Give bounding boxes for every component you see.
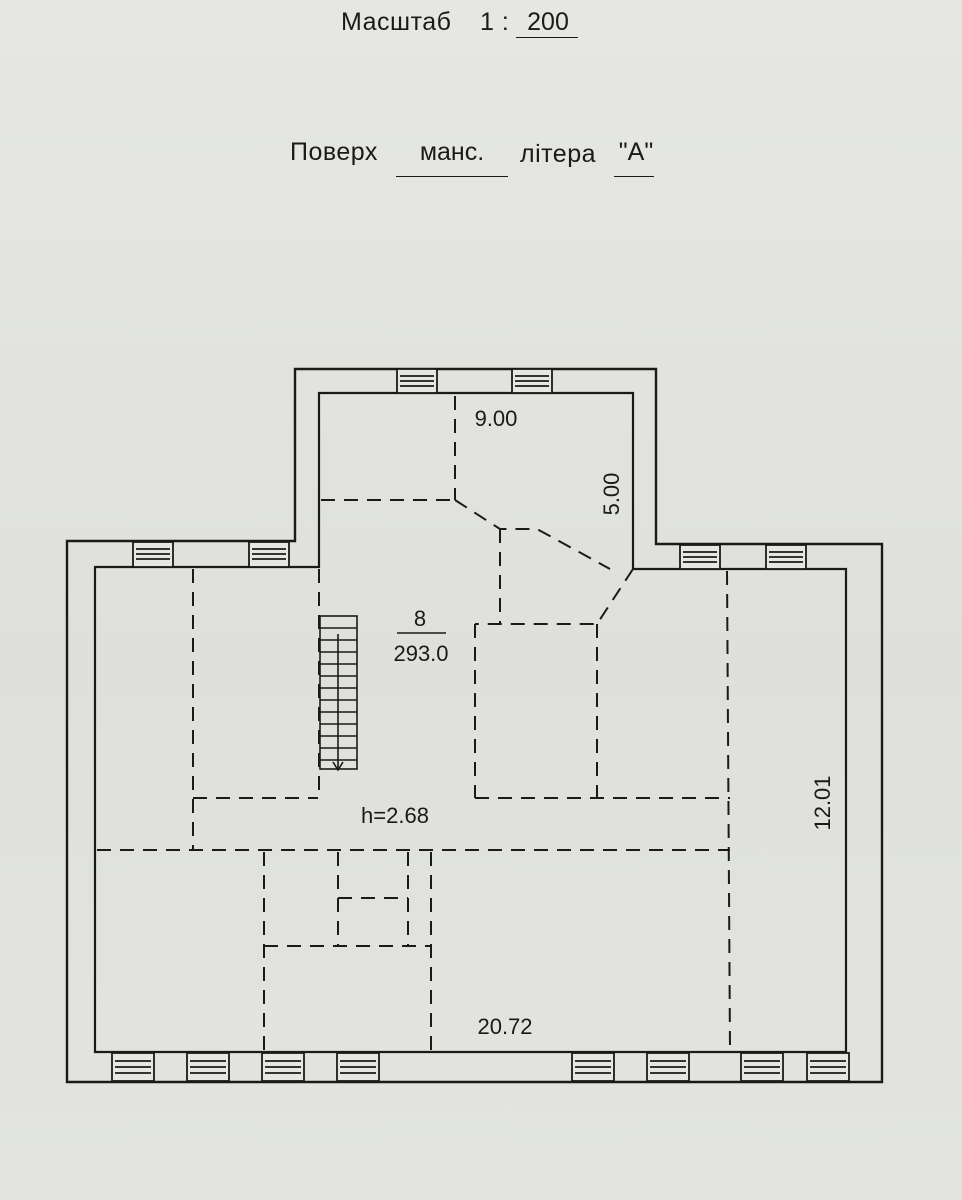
scale-prefix: 1 : (480, 8, 510, 36)
window-left-1 (132, 541, 174, 568)
dimension-right-depth: 12.01 (810, 775, 835, 830)
dimension-top-width: 9.00 (475, 406, 518, 431)
window-bottom-5 (571, 1052, 615, 1082)
window-bottom-1 (111, 1052, 155, 1082)
outer-wall (65, 367, 884, 1084)
letter-underline (614, 176, 654, 177)
staircase (319, 615, 358, 772)
window-left-2 (248, 541, 290, 568)
window-top-2 (511, 368, 553, 394)
scale-label: Масштаб (341, 8, 452, 36)
window-bottom-8 (806, 1052, 850, 1082)
scale-underline (516, 37, 578, 38)
window-right-2 (765, 544, 807, 570)
floor-value: манс. (419, 138, 485, 166)
window-bottom-7 (740, 1052, 784, 1082)
dimension-bottom-width: 20.72 (477, 1014, 532, 1039)
ceiling-height: h=2.68 (361, 803, 429, 828)
window-bottom-6 (646, 1052, 690, 1082)
window-right-1 (679, 544, 721, 570)
window-bottom-4 (336, 1052, 380, 1082)
window-bottom-3 (261, 1052, 305, 1082)
window-top-1 (396, 368, 438, 394)
dimension-top-depth: 5.00 (599, 473, 624, 516)
window-bottom-2 (186, 1052, 230, 1082)
letter-label: літера (520, 140, 597, 168)
room-area: 293.0 (393, 641, 448, 666)
floor-underline (396, 176, 508, 177)
floor-label: Поверх (290, 138, 378, 166)
letter-value: "А" (618, 138, 654, 166)
inner-wall (93, 391, 848, 1054)
scale-value: 200 (527, 8, 569, 36)
room-number: 8 (414, 606, 426, 631)
dashed-partitions (97, 396, 731, 1052)
